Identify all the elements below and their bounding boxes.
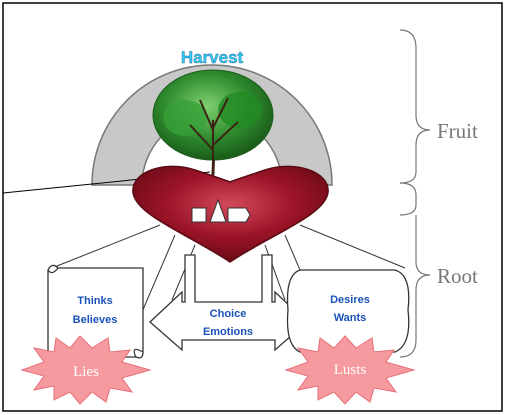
fruit-label: Fruit <box>437 119 478 143</box>
wants-label: Wants <box>334 312 367 324</box>
thinks-label: Thinks <box>77 295 112 307</box>
desires-label: Desires <box>330 294 370 306</box>
believes-label: Believes <box>73 314 118 326</box>
bracket-shape <box>286 269 410 353</box>
lies-label: Lies <box>73 364 99 380</box>
tree-icon <box>152 69 274 196</box>
heart-inner-icons <box>191 198 251 223</box>
scroll-shape <box>47 264 144 359</box>
emotions-label: Emotions <box>203 326 253 338</box>
root-label: Root <box>437 264 478 288</box>
harvest-label: Harvest <box>181 48 244 67</box>
lusts-label: Lusts <box>334 362 367 378</box>
right-brackets <box>399 29 431 358</box>
lies-burst <box>20 335 152 405</box>
choice-label: Choice <box>210 308 247 320</box>
double-arrow-shape <box>149 254 308 352</box>
lusts-burst <box>284 335 416 405</box>
